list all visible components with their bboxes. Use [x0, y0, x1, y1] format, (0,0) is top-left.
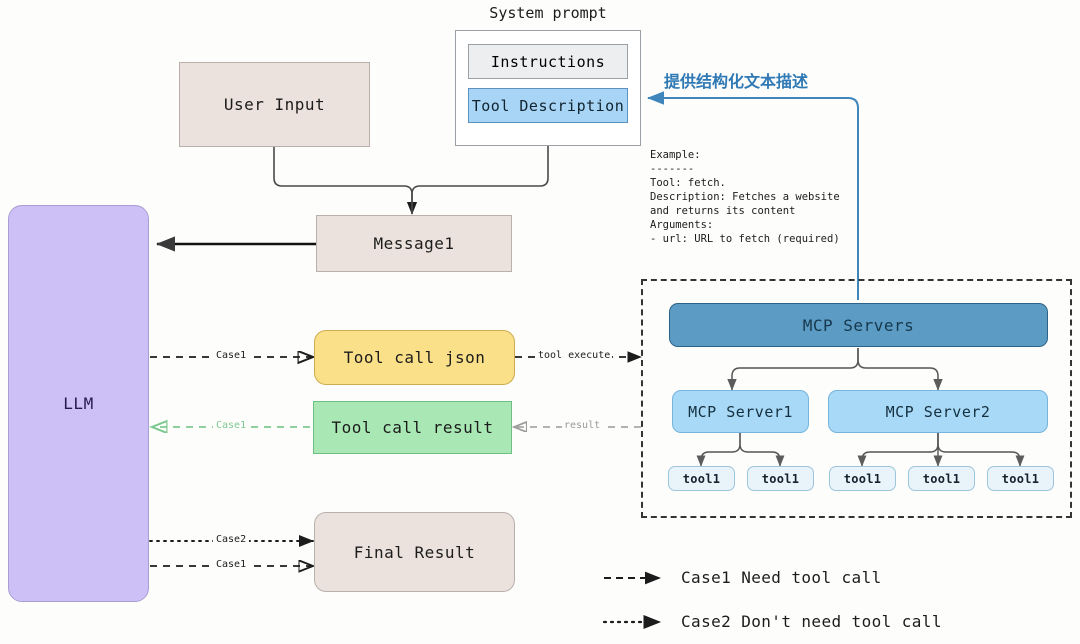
annotation-structured-text: 提供结构化文本描述 [664, 72, 809, 91]
edge-label-tool-execute: tool execute [536, 350, 613, 361]
tool-description-box[interactable]: Tool Description [468, 88, 628, 123]
tool-call-json-box[interactable]: Tool call json [314, 330, 515, 385]
tool-call-result-box[interactable]: Tool call result [313, 401, 512, 454]
system-prompt-caption: System prompt [489, 4, 607, 22]
instructions-box[interactable]: Instructions [468, 44, 628, 79]
llm-box[interactable]: LLM [8, 205, 149, 602]
mcp-servers-box[interactable]: MCP Servers [669, 303, 1048, 347]
user-input-box[interactable]: User Input [179, 62, 370, 147]
tool-box-3[interactable]: tool1 [829, 466, 896, 491]
message1-box[interactable]: Message1 [316, 215, 512, 272]
final-result-box[interactable]: Final Result [314, 512, 515, 592]
edge-label-case1-final: Case1 [213, 559, 250, 570]
edge-label-case1-result: Case1 [213, 420, 250, 431]
edge-label-case1-json: Case1 [213, 350, 250, 361]
edge-label-result: result [562, 420, 603, 431]
tool-box-5[interactable]: tool1 [987, 466, 1054, 491]
legend-text-case2: Case2 Don't need tool call [681, 612, 942, 631]
legend-text-case1: Case1 Need tool call [681, 568, 882, 587]
edge-label-case2-final: Case2 [213, 534, 250, 545]
tool-box-4[interactable]: tool1 [908, 466, 975, 491]
mcp-server2-box[interactable]: MCP Server2 [828, 390, 1048, 433]
tool-box-2[interactable]: tool1 [747, 466, 814, 491]
mcp-container-frame [641, 279, 1072, 518]
mcp-server1-box[interactable]: MCP Server1 [672, 390, 809, 433]
example-text-block: Example: ------- Tool: fetch. Descriptio… [650, 149, 840, 245]
tool-box-1[interactable]: tool1 [668, 466, 735, 491]
